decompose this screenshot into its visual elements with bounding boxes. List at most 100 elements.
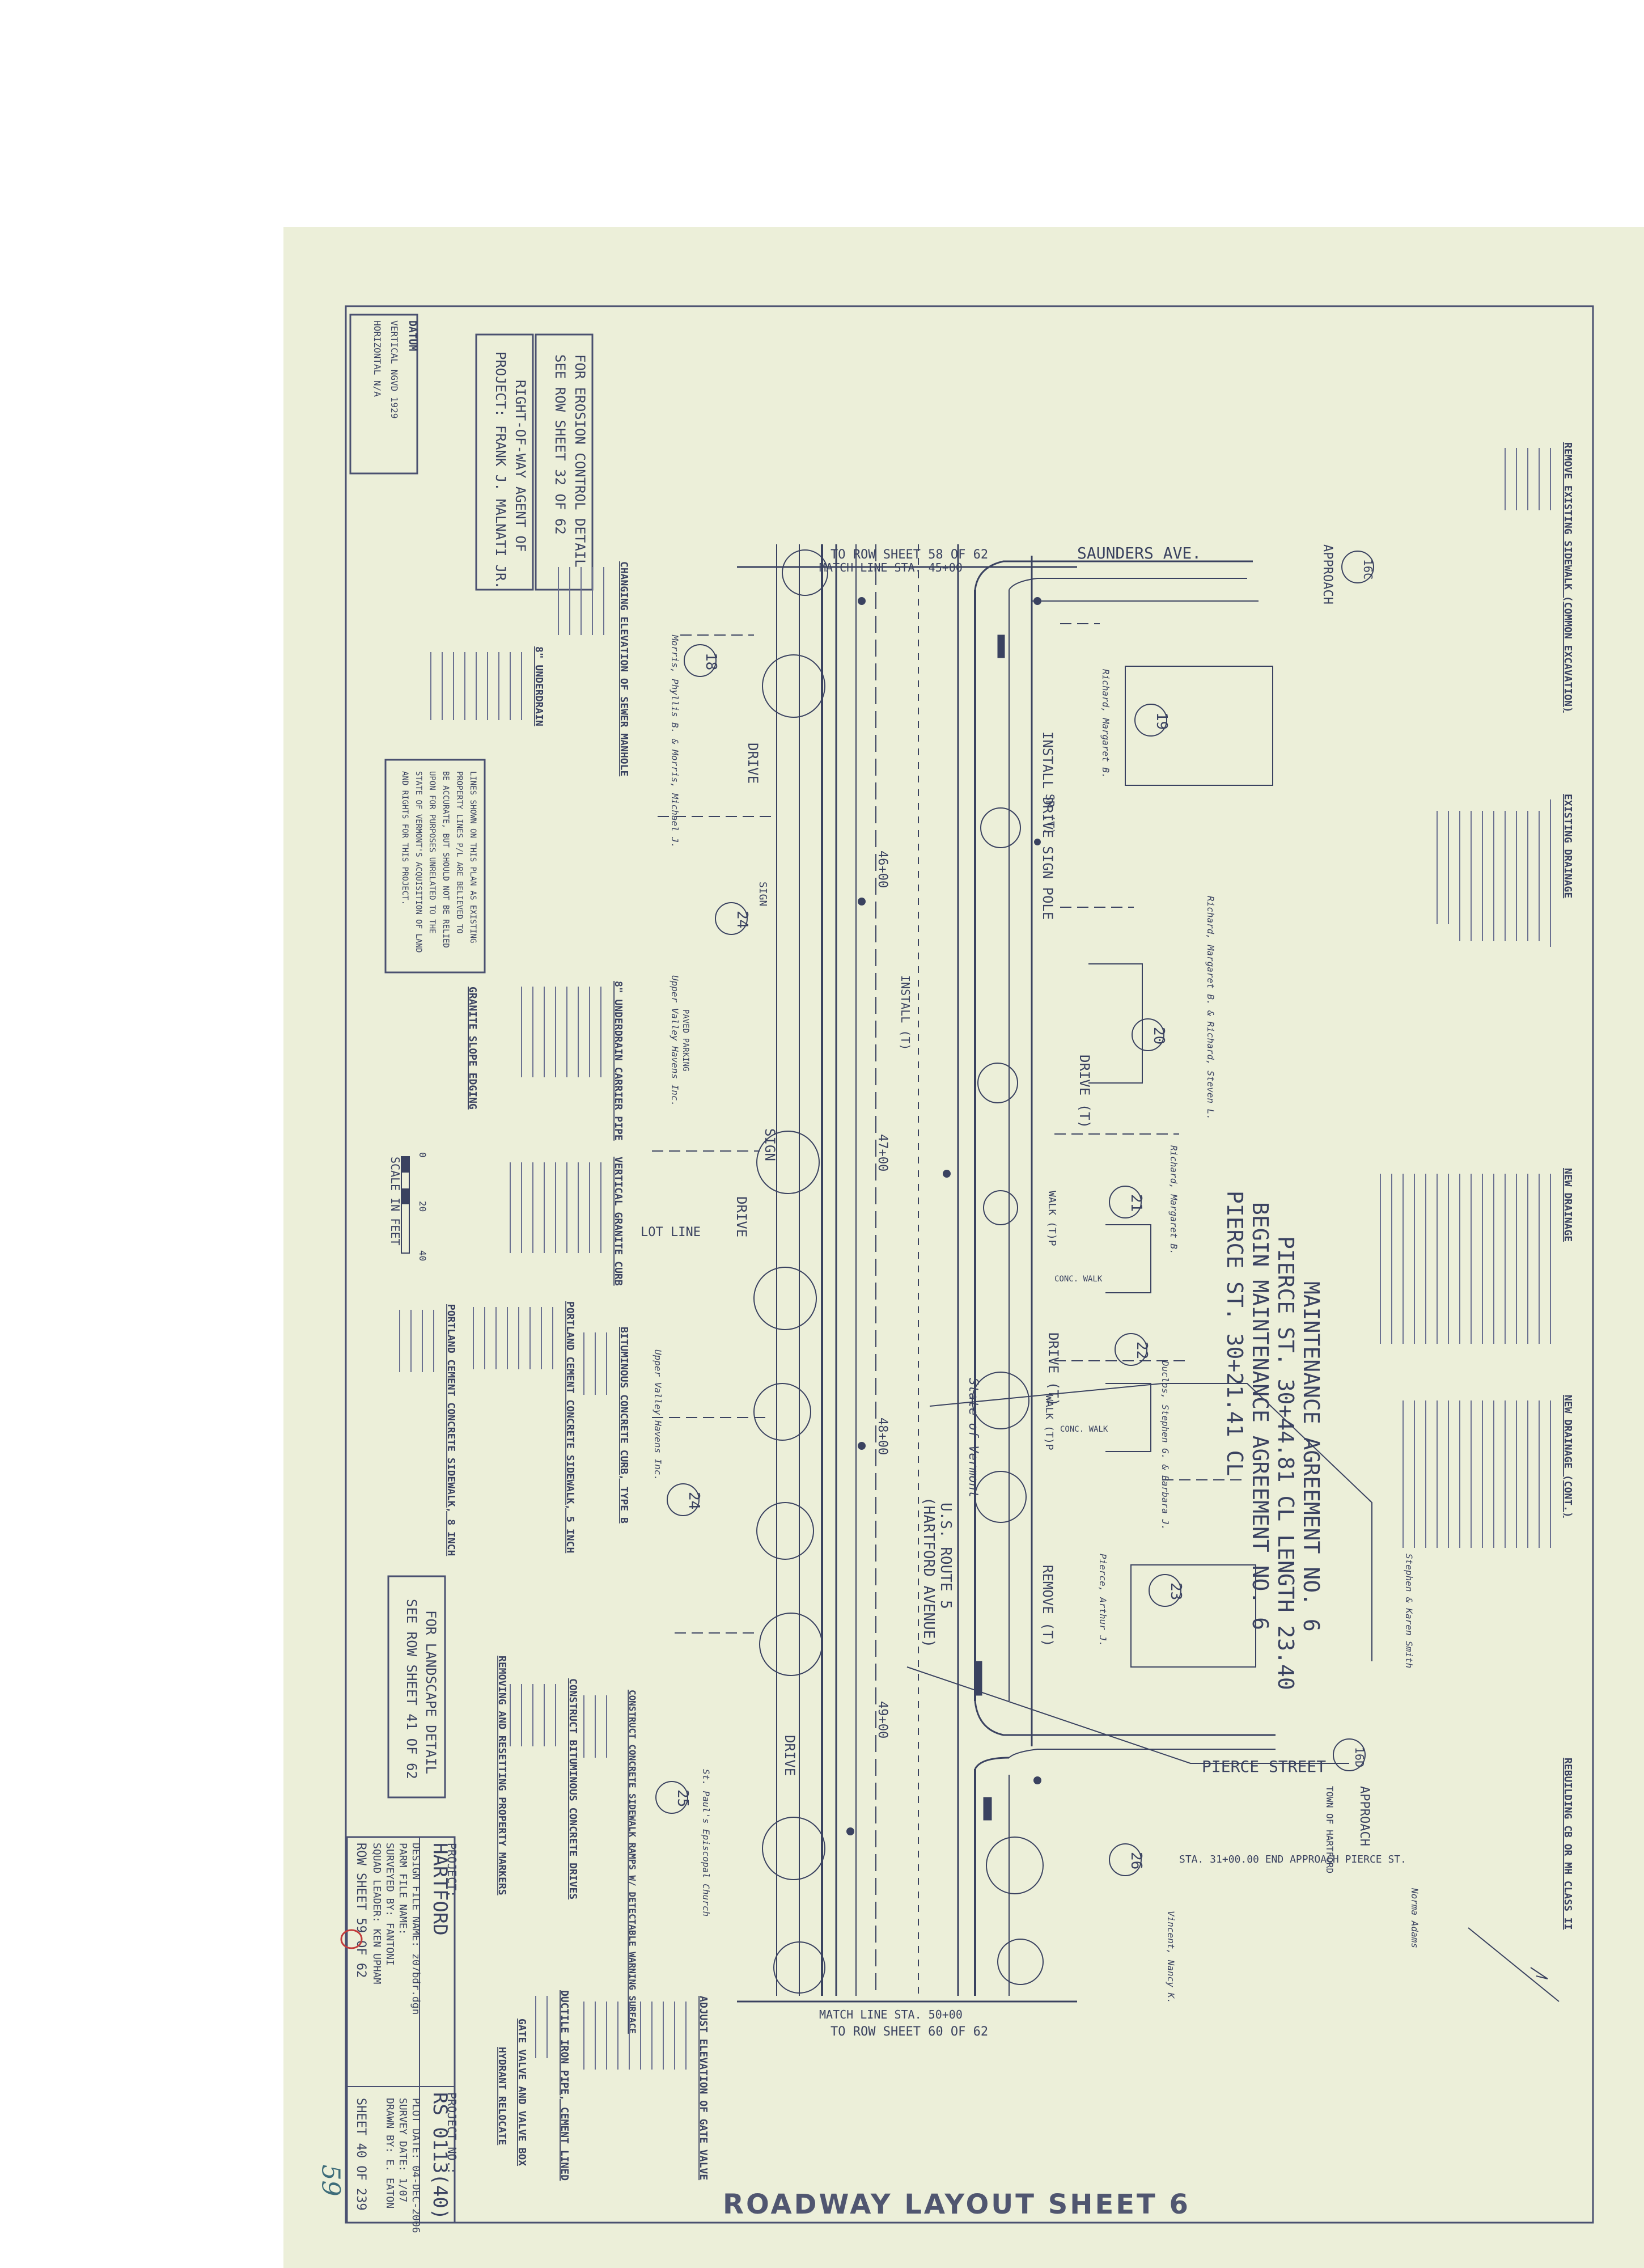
end-approach: STA. 31+00.00 END APPROACH PIERCE ST. (1179, 1854, 1406, 1865)
owner-pierce: Pierce, Arthur J. (1098, 1554, 1108, 1647)
conc-walk-2: CONC. WALK (1060, 1425, 1108, 1434)
parcel-number: 20 (1150, 1027, 1167, 1044)
parcel-number: 18 (702, 653, 719, 670)
legend-bit-drives: CONSTRUCT BITUMINOUS CONCRETE DRIVES (567, 1678, 579, 1899)
parcel-number: 23 (1167, 1582, 1184, 1600)
parcel-circle (1333, 1738, 1366, 1771)
remove-label: REMOVE (T) (1040, 1565, 1056, 1647)
tb-plot-date: PLOT DATE: 04-DEC-2006 (410, 2098, 422, 2233)
parcel-circle (667, 1483, 700, 1516)
parcel-number: 24 (734, 911, 751, 928)
town-of-hartford: TOWN OF HARTFORD (1324, 1786, 1335, 1873)
owner-vincent: Vincent, Nancy K. (1166, 1911, 1176, 2004)
owner-richard-2: Richard, Margaret B. & Richard, Steven L… (1205, 896, 1216, 1120)
station-49: 49+00 (875, 1701, 889, 1738)
datum-vertical: VERTICAL NGVD 1929 (389, 320, 400, 418)
legend: REMOVE EXISTING SIDEWALK (COMMON EXCAVAT… (445, 442, 1574, 2181)
title-block: PROJECT: HARTFORD PROJECT NO.: RS 0113(4… (340, 1836, 459, 2233)
note-pl-1: LINES SHOWN ON THIS PLAN AS EXISTING (468, 771, 477, 943)
drive-label-2: DRIVE (T) (1045, 1332, 1061, 1406)
parcel-number: 16C (1361, 559, 1375, 579)
parcel-number: 16D (1353, 1747, 1366, 1767)
note-landscape-line2: SEE ROW SHEET 41 OF 62 (404, 1599, 420, 1779)
legend-underdrain: 8" UNDERDRAIN (533, 646, 545, 726)
maintenance-line3: BEGIN MAINTENANCE AGREEMENT NO. 6 (1248, 1202, 1273, 1630)
note-landscape-line1: FOR LANDSCAPE DETAIL (423, 1610, 439, 1774)
red-circle-mark (340, 1929, 363, 1949)
walk-label-2: WALK (T)P (1043, 1395, 1055, 1450)
street-pierce: PIERCE STREET (1202, 1757, 1326, 1776)
note-pl-3: BE ACCURATE, BUT SHOULD NOT BE RELIED (441, 771, 450, 948)
street-saunders: SAUNDERS AVE. (1077, 544, 1201, 562)
tb-squad-leader: SQUAD LEADER: KEN UPHAM (371, 1843, 383, 1984)
legend-gate-box: GATE VALVE AND VALVE BOX (516, 2019, 528, 2166)
north-arrow-icon (1468, 1927, 1560, 2002)
lot-line-label: LOT LINE (641, 1225, 701, 1239)
note-property-lines: LINES SHOWN ON THIS PLAN AS EXISTING PRO… (384, 759, 486, 974)
handwritten-page-number: 59 (316, 2164, 345, 2197)
drive-label-3: DRIVE (745, 743, 761, 784)
scale-bar: 0 20 40 SCALE IN FEET (388, 1152, 428, 1261)
street-hartford-ave: (HARTFORD AVENUE) (920, 1497, 937, 1648)
note-landscape: FOR LANDSCAPE DETAIL SEE ROW SHEET 41 OF… (387, 1575, 446, 1799)
note-pl-4: UPON FOR PURPOSES UNRELATED TO THE (427, 771, 437, 934)
maintenance-line1: MAINTENANCE AGREEMENT NO. 6 (1299, 1281, 1324, 1632)
tb-sheet-count: SHEET 40 OF 239 (354, 2098, 368, 2211)
legend-vertical-curb: VERTICAL GRANITE CURB (612, 1157, 624, 1286)
parcel-circle (1341, 551, 1374, 583)
legend-rebuild-cb: REBUILDING CB OR MH CLASS II (1562, 1758, 1574, 1930)
note-erosion-line2: SEE ROW SHEET 32 OF 62 (552, 354, 568, 535)
owner-richard-3: Richard, Margaret B. (1168, 1145, 1179, 1255)
legend-adjust-gate: ADJUST ELEVATION OF GATE VALVE (697, 1996, 709, 2180)
drive-label-4: DRIVE (734, 1196, 749, 1237)
maintenance-line2: PIERCE ST. 30+44.81 CL LENGTH 23.40 (1273, 1236, 1298, 1690)
sign-label-2: SIGN (757, 882, 769, 906)
sheet-title: ROADWAY LAYOUT SHEET 6 (723, 2189, 1190, 2220)
legend-sewer-manhole: CHANGING ELEVATION OF SEWER MANHOLE (618, 561, 630, 776)
parcel-number: 24 (685, 1492, 702, 1509)
parcel-circle (1149, 1574, 1181, 1607)
parcel-circle (655, 1781, 688, 1814)
street-route5: U.S. ROUTE 5 (937, 1503, 954, 1609)
drive-label-5: DRIVE (782, 1735, 798, 1776)
match-bottom-sta: MATCH LINE STA. 50+00 (819, 2008, 963, 2021)
parcel-number: 22 (1133, 1342, 1150, 1359)
datum-horizontal: HORIZONTAL N/A (372, 320, 383, 397)
maintenance-line4: PIERCE ST. 30+21.41 CL (1222, 1191, 1247, 1476)
legend-hydrant: HYDRANT RELOCATE (496, 2047, 508, 2145)
parcel-circle (1134, 704, 1167, 737)
owner-st-pauls: St. Paul's Episcopal Church (701, 1769, 711, 1916)
scale-tick-40: 40 (417, 1250, 428, 1261)
install-drive-sign: INSTALL DRIVE SIGN POLE (1040, 731, 1056, 920)
legend-new-drainage: NEW DRAINAGE (1562, 1168, 1574, 1242)
approach-bottom: APPROACH (1357, 1786, 1371, 1846)
misc-labels: INSTALL DRIVE SIGN POLE INSTALL (T) REMO… (641, 731, 1108, 1776)
street-labels: SAUNDERS AVE. PIERCE STREET U.S. ROUTE 5… (920, 544, 1406, 1873)
tb-surveyed-by: SURVEYED BY: FANTONI (384, 1843, 396, 1966)
note-agent-line1: RIGHT-OF-WAY AGENT OF (512, 380, 528, 552)
parcel-number: 25 (674, 1789, 691, 1807)
legend-entry-lines (399, 448, 1551, 2070)
parcel-circle (715, 902, 748, 935)
legend-pcc-5: PORTLAND CEMENT CONCRETE SIDEWALK, 5 INC… (564, 1301, 576, 1553)
legend-bit-curb: BITUMINOUS CONCRETE CURB, TYPE B (618, 1327, 630, 1524)
station-labels: 46+00 47+00 48+00 49+00 (875, 850, 889, 1738)
note-pl-6: AND RIGHTS FOR THIS PROJECT. (400, 771, 409, 905)
datum-heading: DATUM (406, 320, 418, 351)
tb-parm-file: PARM FILE NAME: (397, 1843, 409, 1935)
parcel-circle (1109, 1186, 1142, 1218)
sign-label-1: SIGN (762, 1128, 778, 1161)
install-label: INSTALL (T) (899, 975, 912, 1050)
owner-richard-1: Richard, Margaret B. (1100, 669, 1111, 778)
match-top-sta: MATCH LINE STA. 45+00 (819, 561, 963, 574)
tb-project-no: RS 0113(40) (429, 2092, 451, 2220)
note-erosion: FOR EROSION CONTROL DETAIL SEE ROW SHEET… (535, 333, 594, 591)
datum-box: DATUM VERTICAL NGVD 1929 HORIZONTAL N/A (349, 314, 418, 475)
tb-design-file: DESIGN FILE NAME: z07bdr.dgn (410, 1843, 422, 2015)
parcel-circle (1109, 1843, 1142, 1876)
legend-granite-slope: GRANITE SLOPE EDGING (467, 987, 478, 1110)
parcel-circle (1115, 1333, 1147, 1366)
note-agent-line2: PROJECT: FRANK J. MALNATI JR. (493, 352, 509, 589)
note-pl-5: STATE OF VERMONT'S ACQUISITION OF LAND (414, 771, 423, 953)
